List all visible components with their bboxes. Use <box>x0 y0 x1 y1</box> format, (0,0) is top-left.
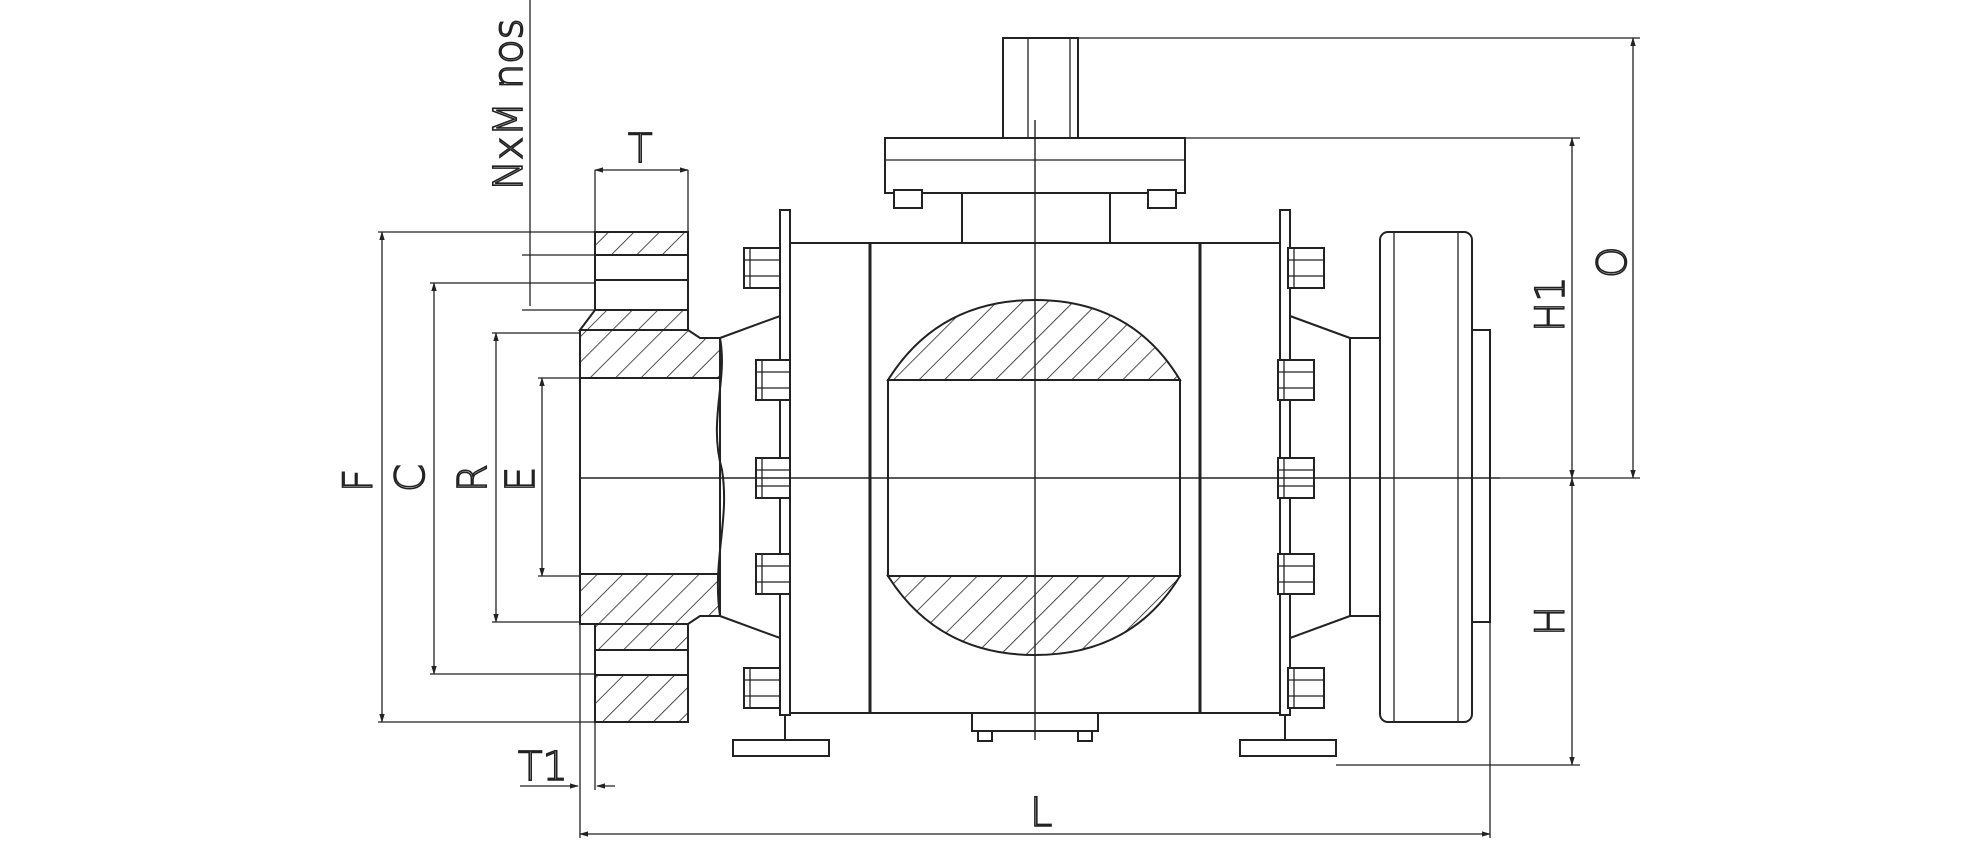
label-h1: H1 <box>1528 276 1574 332</box>
left-body-flange <box>719 209 830 757</box>
label-f: F <box>336 469 382 492</box>
label-r: R <box>450 464 496 492</box>
dimension-labels: NxM nos T T1 F C R E L O H1 H <box>335 18 1637 837</box>
label-nxm: NxM nos <box>486 19 532 190</box>
right-end-flange <box>1349 231 1491 723</box>
label-l: L <box>1030 790 1052 836</box>
label-h: H <box>1528 606 1574 636</box>
dimension-lines <box>378 0 1640 838</box>
center-lines <box>580 120 1500 740</box>
label-c: C <box>388 464 434 492</box>
label-o: O <box>1590 247 1636 278</box>
right-body-flange <box>1239 209 1351 757</box>
label-t1: T1 <box>518 744 568 790</box>
label-e: E <box>498 467 544 492</box>
stem <box>1002 37 1079 139</box>
left-end-flange <box>578 231 726 723</box>
label-t: T <box>628 126 652 172</box>
